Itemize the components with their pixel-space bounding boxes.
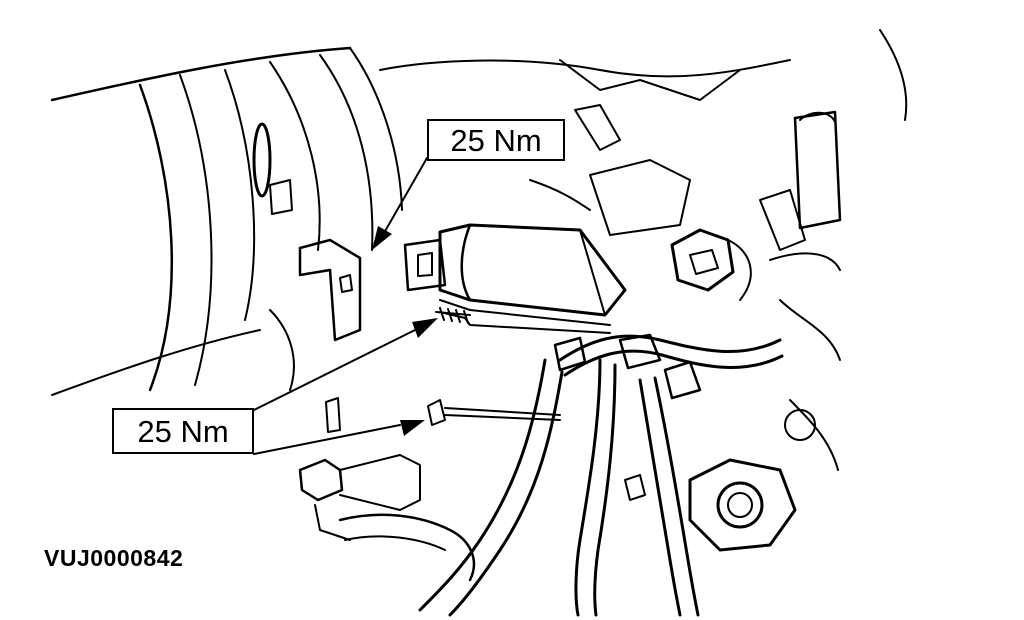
torque-callout-lower: 25 Nm	[112, 408, 254, 454]
torque-callout-upper: 25 Nm	[427, 119, 565, 161]
figure-reference-id: VUJ0000842	[44, 545, 184, 571]
callout-leaders	[253, 157, 428, 455]
fuel-lines	[418, 333, 784, 617]
right-bracket	[779, 299, 841, 471]
upper-engine-structure	[379, 29, 908, 236]
upper-bolt	[435, 307, 471, 324]
arrowheads	[372, 226, 438, 436]
engine-housing	[50, 46, 403, 396]
hex-bolt-centre	[670, 228, 752, 301]
banjo-fitting	[688, 458, 797, 552]
right-sensor-fitting	[759, 110, 842, 271]
lower-right-bolt	[624, 474, 646, 501]
mounting-bracket	[269, 179, 362, 391]
actuator-body	[403, 223, 627, 334]
lower-bolt	[325, 397, 561, 433]
lower-sensor	[298, 454, 476, 582]
